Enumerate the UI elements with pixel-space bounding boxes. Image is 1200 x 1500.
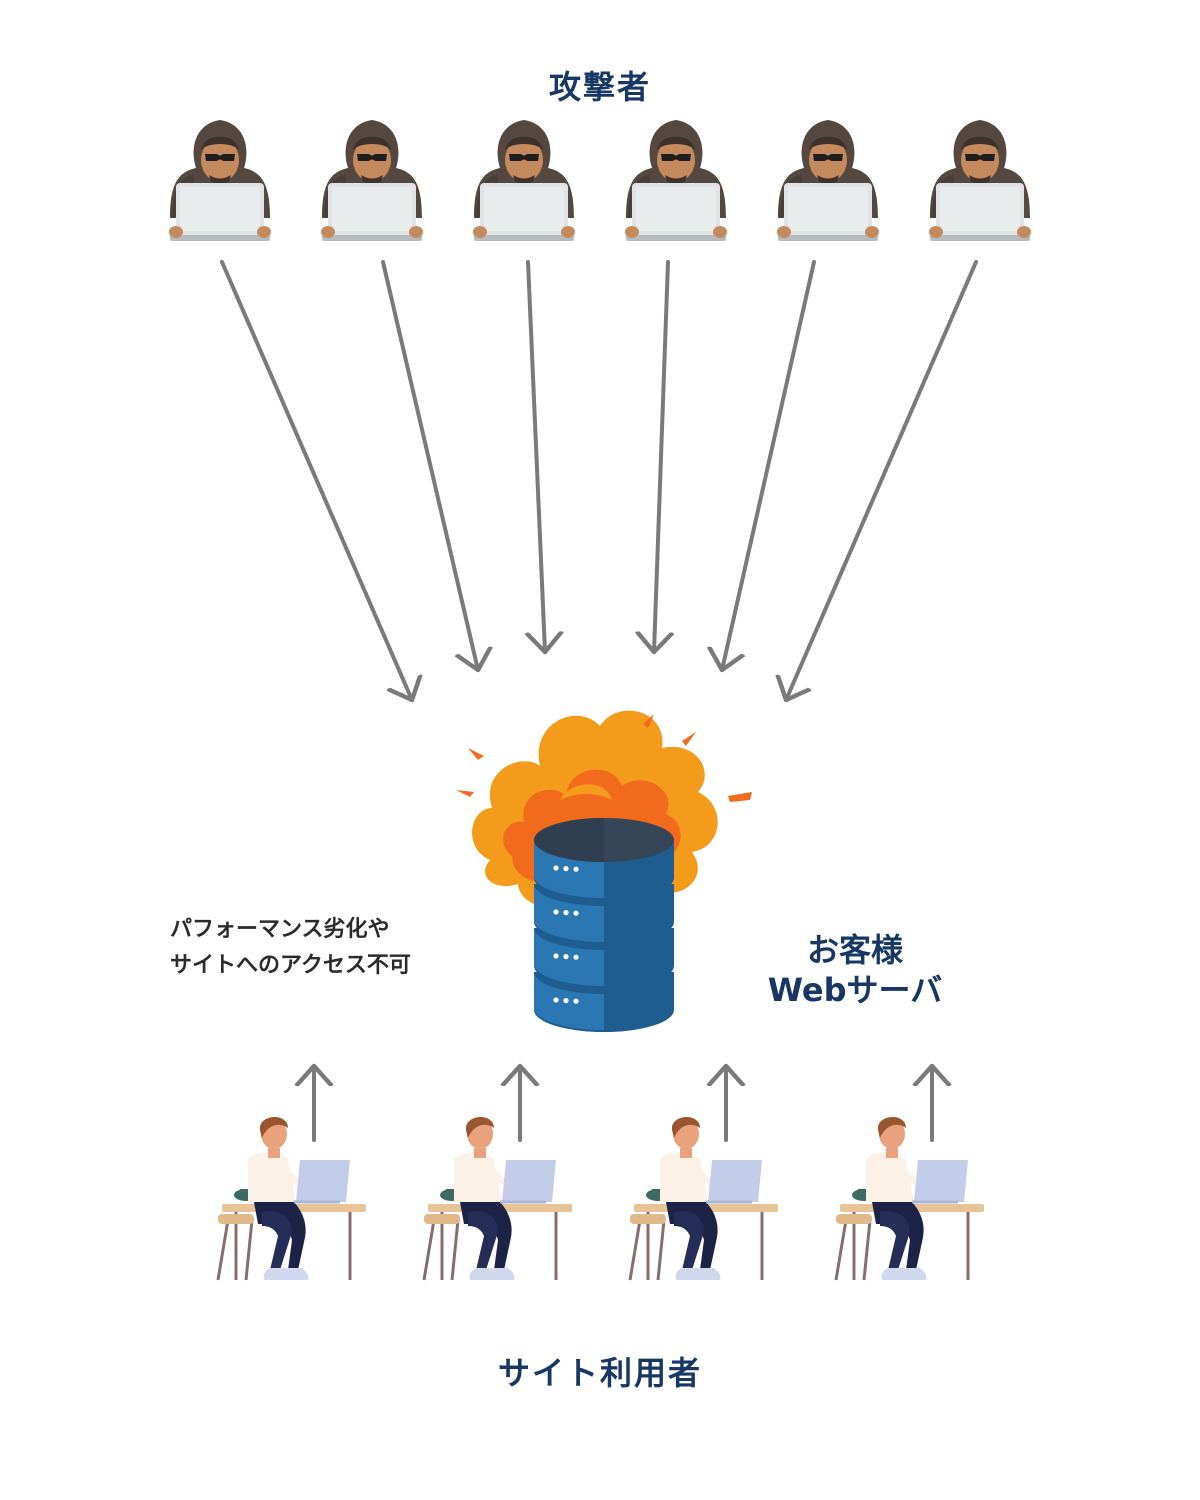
attack-arrows bbox=[220, 260, 978, 700]
attack-arrow bbox=[654, 260, 668, 652]
impact-note-line2: サイトへのアクセス不可 bbox=[170, 953, 411, 978]
hooded-hacker-icon bbox=[929, 120, 1031, 241]
users-group bbox=[216, 1115, 986, 1282]
users-title: サイト利用者 bbox=[497, 1354, 702, 1392]
hooded-hacker-icon bbox=[169, 120, 271, 241]
attackers-title: 攻撃者 bbox=[548, 68, 651, 106]
impact-note: パフォーマンス劣化や サイトへのアクセス不可 bbox=[170, 912, 500, 984]
server-label-line2: Webサーバ bbox=[767, 971, 943, 1009]
server-label-line1: お客様 bbox=[806, 931, 903, 969]
attack-arrow bbox=[786, 260, 978, 700]
impact-note-line1: パフォーマンス劣化や bbox=[170, 917, 390, 942]
person-at-desk-icon bbox=[422, 1115, 574, 1282]
server-label: お客様 Webサーバ bbox=[730, 930, 980, 1010]
person-at-desk-icon bbox=[216, 1115, 368, 1282]
attackers-group bbox=[169, 120, 1031, 241]
hooded-hacker-icon bbox=[625, 120, 727, 241]
attack-arrow bbox=[722, 260, 816, 670]
attack-arrow bbox=[220, 260, 412, 700]
person-at-desk-icon bbox=[628, 1115, 780, 1282]
person-at-desk-icon bbox=[834, 1115, 986, 1282]
attack-arrow bbox=[381, 260, 478, 670]
user-arrows bbox=[314, 1066, 932, 1142]
hooded-hacker-icon bbox=[777, 120, 879, 241]
hooded-hacker-icon bbox=[321, 120, 423, 241]
attack-arrow bbox=[528, 260, 545, 652]
database-server-icon bbox=[534, 818, 674, 1032]
hooded-hacker-icon bbox=[473, 120, 575, 241]
